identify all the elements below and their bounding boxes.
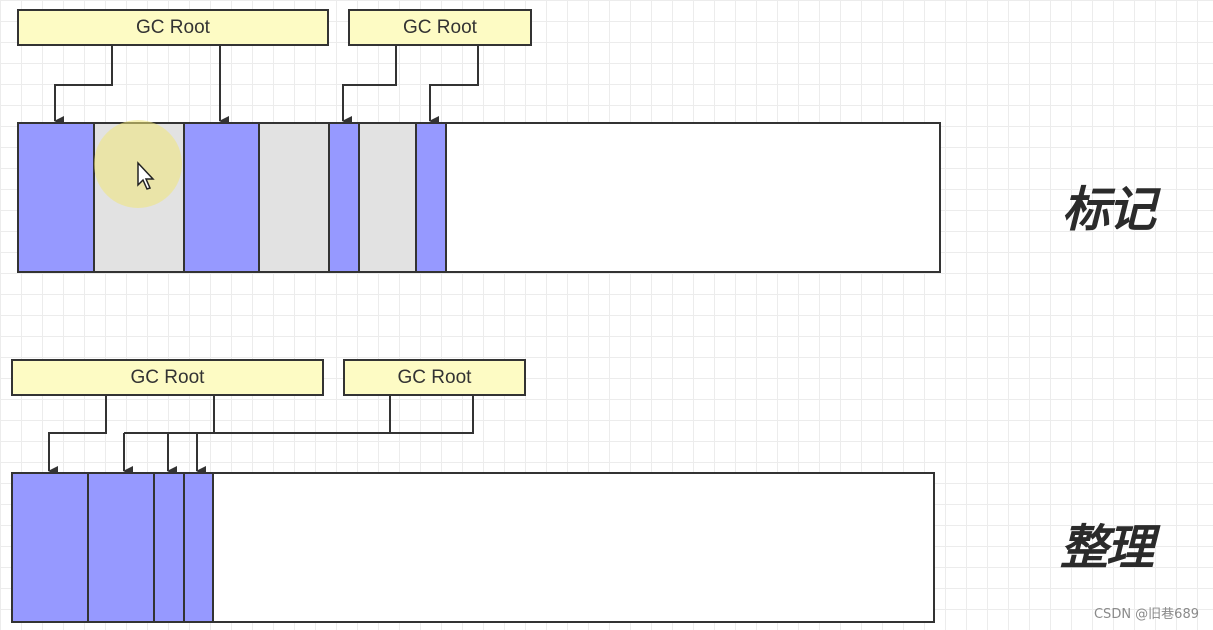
live-object-block — [17, 122, 95, 273]
phase-label-mark: 标记 — [1062, 182, 1156, 238]
live-object-block — [183, 122, 260, 273]
live-object-block — [153, 472, 185, 623]
garbage-object-block — [358, 122, 417, 273]
reference-line — [124, 395, 474, 434]
live-object-block — [87, 472, 155, 623]
live-object-block — [328, 122, 360, 273]
reference-arrow — [48, 395, 107, 476]
live-object-block — [415, 122, 447, 273]
gc-root-label: GC Root — [397, 366, 472, 388]
pointer-cursor-icon — [137, 161, 155, 190]
live-object-block — [11, 472, 89, 623]
gc-root-box: GC Root — [348, 9, 532, 46]
reference-arrow — [54, 45, 113, 126]
gc-root-box: GC Root — [343, 359, 526, 396]
gc-root-label: GC Root — [136, 16, 210, 38]
reference-arrow — [342, 45, 397, 126]
gc-root-label: GC Root — [403, 16, 477, 38]
gc-root-label: GC Root — [130, 366, 205, 388]
reference-arrow — [429, 45, 479, 126]
gc-root-box: GC Root — [11, 359, 324, 396]
watermark: CSDN @旧巷689 — [1093, 607, 1199, 622]
free-space-block — [445, 122, 941, 273]
phase-label-compact: 整理 — [1060, 520, 1154, 576]
live-object-block — [183, 472, 214, 623]
free-space-block — [212, 472, 935, 623]
gc-root-box: GC Root — [17, 9, 329, 46]
garbage-object-block — [258, 122, 330, 273]
